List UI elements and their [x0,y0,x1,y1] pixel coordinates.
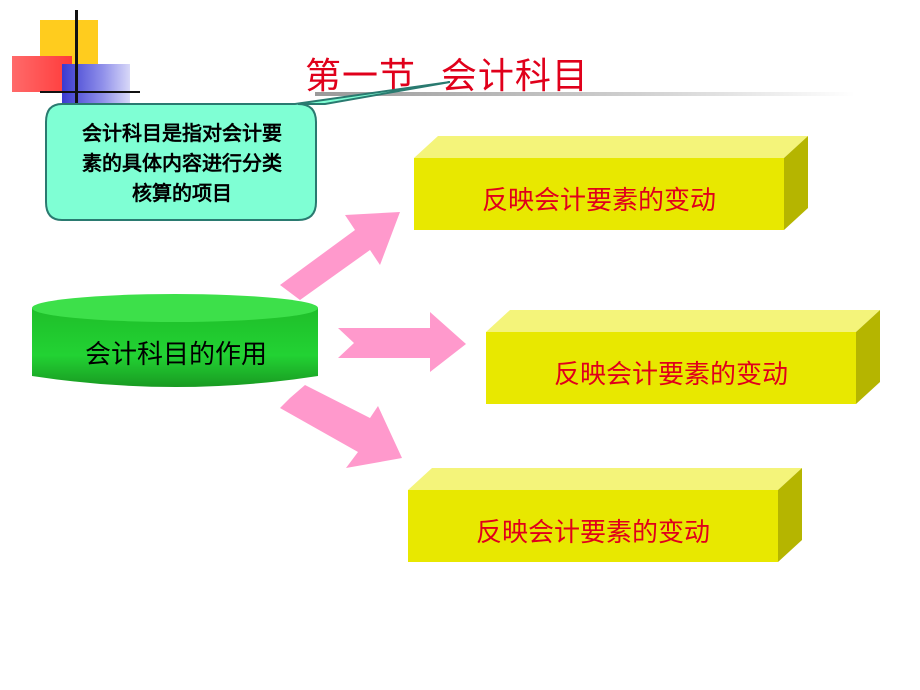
callout-bubble [45,81,451,221]
green-cylinder [32,294,318,387]
box-label-1: 反映会计要素的变动 [481,186,716,216]
box-label-3: 反映会计要素的变动 [475,518,710,548]
decor-horizontal-line [40,91,140,93]
decor-vertical-line [75,10,78,110]
arrow-up-right [280,212,400,300]
yellow-box-3 [408,468,802,562]
title-underline [315,92,855,96]
arrow-right [338,312,466,372]
arrows-group [280,212,466,468]
yellow-box-2 [486,310,880,404]
callout-text: 会计科目是指对会计要 素的具体内容进行分类 核算的项目 [48,118,316,208]
arrow-down-right [280,385,402,468]
callout-line: 会计科目是指对会计要 [82,121,282,145]
box-label-2: 反映会计要素的变动 [553,360,788,390]
decor-square-blue [62,64,130,104]
callout-line: 核算的项目 [132,181,232,205]
yellow-box-1 [414,136,808,230]
callout-line: 素的具体内容进行分类 [82,151,282,175]
center-label: 会计科目的作用 [84,340,267,370]
